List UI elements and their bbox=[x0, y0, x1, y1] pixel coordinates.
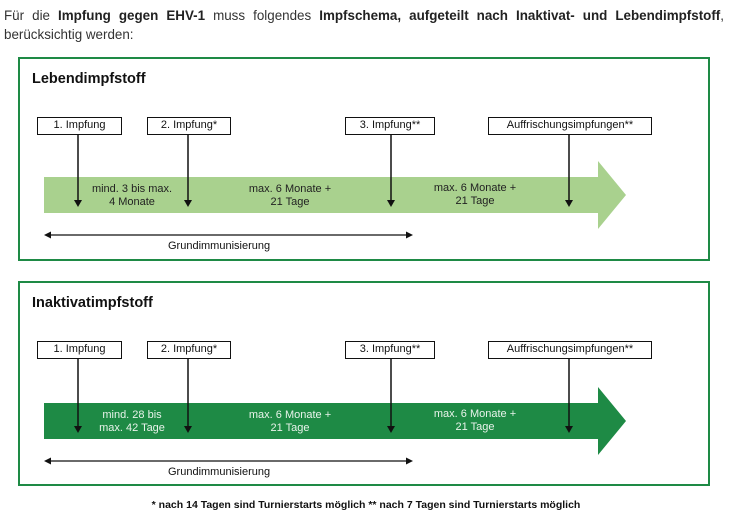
footnote: * nach 14 Tagen sind Turnierstarts mögli… bbox=[151, 499, 581, 511]
interval-3-line1: max. 6 Monate + bbox=[433, 408, 517, 420]
pointer-arrowhead-1 bbox=[74, 426, 82, 433]
interval-3-line2: 21 Tage bbox=[455, 195, 495, 207]
box-impfung-1: 1. Impfung bbox=[37, 117, 122, 135]
box-impfung-2: 2. Impfung* bbox=[147, 341, 231, 359]
intro-bold-2: Impfschema, aufgeteilt nach Inaktivat- u… bbox=[319, 8, 721, 23]
interval-1-line2: max. 42 Tage bbox=[99, 422, 165, 434]
box-impfung-3: 3. Impfung** bbox=[345, 341, 435, 359]
timeline-arrow bbox=[44, 161, 626, 229]
intro-text-3: , berücksichtig werden: bbox=[4, 8, 724, 42]
interval-2-line1: max. 6 Monate + bbox=[248, 409, 332, 421]
interval-3-line2: 21 Tage bbox=[455, 421, 495, 433]
box-auffrischung: Auffrischungsimpfungen** bbox=[488, 341, 652, 359]
timeline-graphic bbox=[44, 135, 626, 239]
interval-2-line2: 21 Tage bbox=[270, 422, 310, 434]
interval-2-line1: max. 6 Monate + bbox=[248, 183, 332, 195]
interval-2: max. 6 Monate + 21 Tage bbox=[225, 409, 355, 435]
pointer-arrowhead-3 bbox=[387, 200, 395, 207]
interval-3-line1: max. 6 Monate + bbox=[433, 182, 517, 194]
timeline-arrow bbox=[44, 387, 626, 455]
interval-1-line1: mind. 3 bis max. bbox=[91, 183, 173, 195]
grundimmunisierung-label: Grundimmunisierung bbox=[168, 466, 271, 478]
pointer-arrowhead-4 bbox=[565, 200, 573, 207]
interval-3: max. 6 Monate + 21 Tage bbox=[410, 408, 540, 434]
panel-lebendimpfstoff: Lebendimpfstoff 1. Impfung 2. Impfung* 3… bbox=[18, 57, 710, 261]
pointer-arrowhead-4 bbox=[565, 426, 573, 433]
box-impfung-2: 2. Impfung* bbox=[147, 117, 231, 135]
pointer-arrowhead-1 bbox=[74, 200, 82, 207]
pointer-arrowhead-3 bbox=[387, 426, 395, 433]
grund-arrowhead-left bbox=[44, 231, 51, 239]
box-impfung-3: 3. Impfung** bbox=[345, 117, 435, 135]
intro-text-1: Für die bbox=[4, 8, 59, 23]
intro-bold-1: Impfung gegen EHV-1 bbox=[58, 8, 206, 23]
intro-text-2: muss folgendes bbox=[205, 8, 320, 23]
interval-1: mind. 28 bis max. 42 Tage bbox=[82, 409, 182, 435]
box-auffrischung: Auffrischungsimpfungen** bbox=[488, 117, 652, 135]
panel-inaktivatimpfstoff: Inaktivatimpfstoff 1. Impfung 2. Impfung… bbox=[18, 281, 710, 486]
grund-arrowhead-right bbox=[406, 231, 413, 239]
panel-title: Lebendimpfstoff bbox=[32, 71, 146, 87]
timeline-graphic bbox=[44, 359, 626, 465]
intro-paragraph: Für die Impfung gegen EHV-1 muss folgend… bbox=[4, 6, 724, 44]
interval-1: mind. 3 bis max. 4 Monate bbox=[82, 183, 182, 209]
pointer-arrowhead-2 bbox=[184, 426, 192, 433]
interval-2: max. 6 Monate + 21 Tage bbox=[225, 183, 355, 209]
pointer-arrowhead-2 bbox=[184, 200, 192, 207]
interval-1-line2: 4 Monate bbox=[109, 196, 155, 208]
box-impfung-1: 1. Impfung bbox=[37, 341, 122, 359]
interval-1-line1: mind. 28 bis bbox=[102, 409, 162, 421]
grund-arrowhead-left bbox=[44, 457, 51, 465]
grundimmunisierung-label: Grundimmunisierung bbox=[168, 240, 271, 252]
panel-title: Inaktivatimpfstoff bbox=[32, 295, 153, 311]
interval-2-line2: 21 Tage bbox=[270, 196, 310, 208]
interval-3: max. 6 Monate + 21 Tage bbox=[410, 182, 540, 208]
grund-arrowhead-right bbox=[406, 457, 413, 465]
